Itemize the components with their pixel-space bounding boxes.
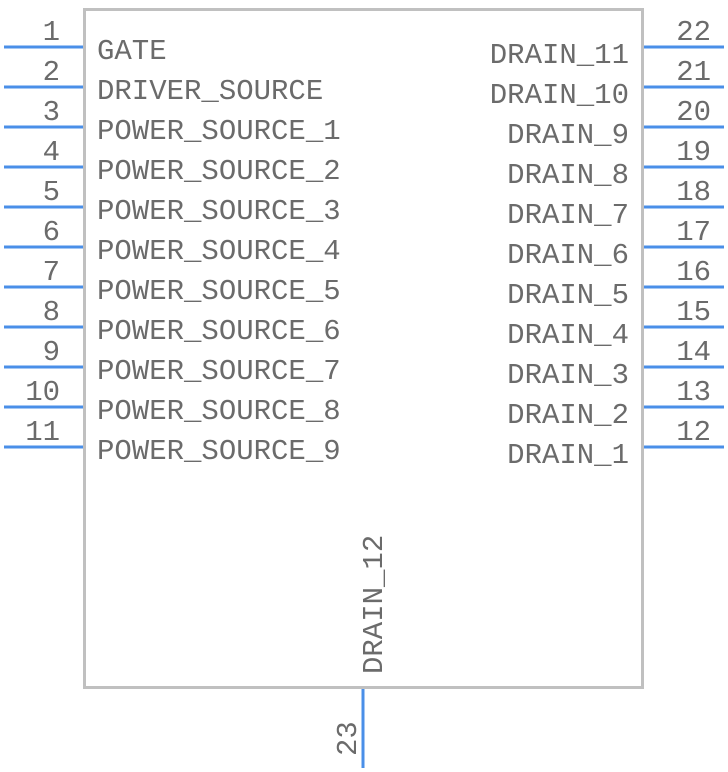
pin-number-10: 10	[25, 376, 60, 409]
pin-label-16: DRAIN_5	[507, 279, 629, 312]
pin-label-22: DRAIN_11	[490, 39, 629, 72]
pin-number-18: 18	[676, 176, 711, 209]
pin-label-1: GATE	[97, 35, 167, 68]
component-body	[83, 8, 644, 689]
pin-number-17: 17	[676, 216, 711, 249]
pin-number-19: 19	[676, 136, 711, 169]
pin-number-3: 3	[43, 96, 60, 129]
pin-label-10: POWER_SOURCE_8	[97, 395, 341, 428]
pin-label-9: POWER_SOURCE_7	[97, 355, 341, 388]
pin-number-11: 11	[25, 416, 60, 449]
pin-label-21: DRAIN_10	[490, 79, 629, 112]
pin-label-20: DRAIN_9	[507, 119, 629, 152]
pin-number-6: 6	[43, 216, 60, 249]
pin-label-12: DRAIN_1	[507, 439, 629, 472]
pin-number-2: 2	[43, 56, 60, 89]
pin-label-5: POWER_SOURCE_3	[97, 195, 341, 228]
pin-label-23: DRAIN_12	[358, 535, 391, 674]
pin-label-19: DRAIN_8	[507, 159, 629, 192]
pin-label-15: DRAIN_4	[507, 319, 629, 352]
pin-label-17: DRAIN_6	[507, 239, 629, 272]
pin-label-11: POWER_SOURCE_9	[97, 435, 341, 468]
pin-label-6: POWER_SOURCE_4	[97, 235, 341, 268]
pin-label-3: POWER_SOURCE_1	[97, 115, 341, 148]
pin-number-13: 13	[676, 376, 711, 409]
pin-number-21: 21	[676, 56, 711, 89]
pin-label-7: POWER_SOURCE_5	[97, 275, 341, 308]
pin-number-22: 22	[676, 16, 711, 49]
pin-number-20: 20	[676, 96, 711, 129]
pin-number-8: 8	[43, 296, 60, 329]
pin-label-14: DRAIN_3	[507, 359, 629, 392]
pin-label-13: DRAIN_2	[507, 399, 629, 432]
pin-number-4: 4	[43, 136, 60, 169]
pin-label-8: POWER_SOURCE_6	[97, 315, 341, 348]
pin-number-15: 15	[676, 296, 711, 329]
pin-label-18: DRAIN_7	[507, 199, 629, 232]
pin-label-4: POWER_SOURCE_2	[97, 155, 341, 188]
pin-number-1: 1	[43, 16, 60, 49]
pin-number-7: 7	[43, 256, 60, 289]
pin-label-2: DRIVER_SOURCE	[97, 75, 323, 108]
pin-number-5: 5	[43, 176, 60, 209]
pin-number-16: 16	[676, 256, 711, 289]
pin-number-23: 23	[332, 721, 365, 756]
pin-number-14: 14	[676, 336, 711, 369]
pin-number-12: 12	[676, 416, 711, 449]
pin-number-9: 9	[43, 336, 60, 369]
